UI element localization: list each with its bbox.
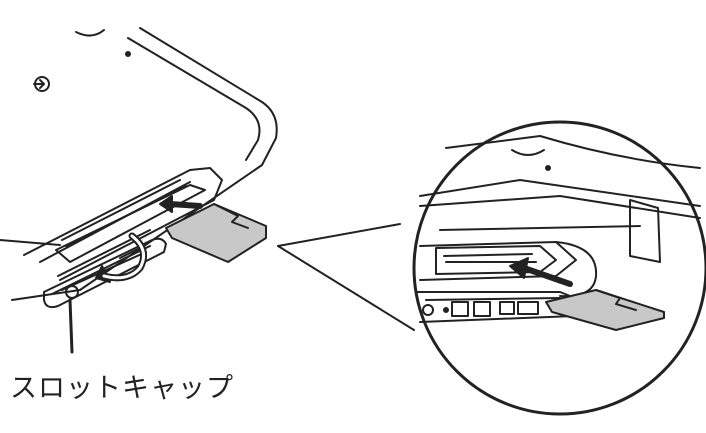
zoom-wedge-bottom <box>277 245 415 331</box>
microsd-card-icon <box>545 289 665 331</box>
power-icon <box>33 76 50 92</box>
insert-arrow-icon <box>509 257 573 287</box>
sensor-dot <box>125 51 131 57</box>
insert-arrow-icon <box>159 195 203 213</box>
slot-cap <box>43 229 167 309</box>
zoom-wedge-top <box>277 223 401 247</box>
slot-cap-label: スロットキャップ <box>10 373 234 404</box>
microsd-card-icon <box>165 203 267 263</box>
phone-body <box>0 27 278 301</box>
callout-leader <box>68 298 74 354</box>
zoom-circle <box>412 120 706 416</box>
open-arrow-icon <box>95 232 148 283</box>
earpiece <box>75 29 105 37</box>
